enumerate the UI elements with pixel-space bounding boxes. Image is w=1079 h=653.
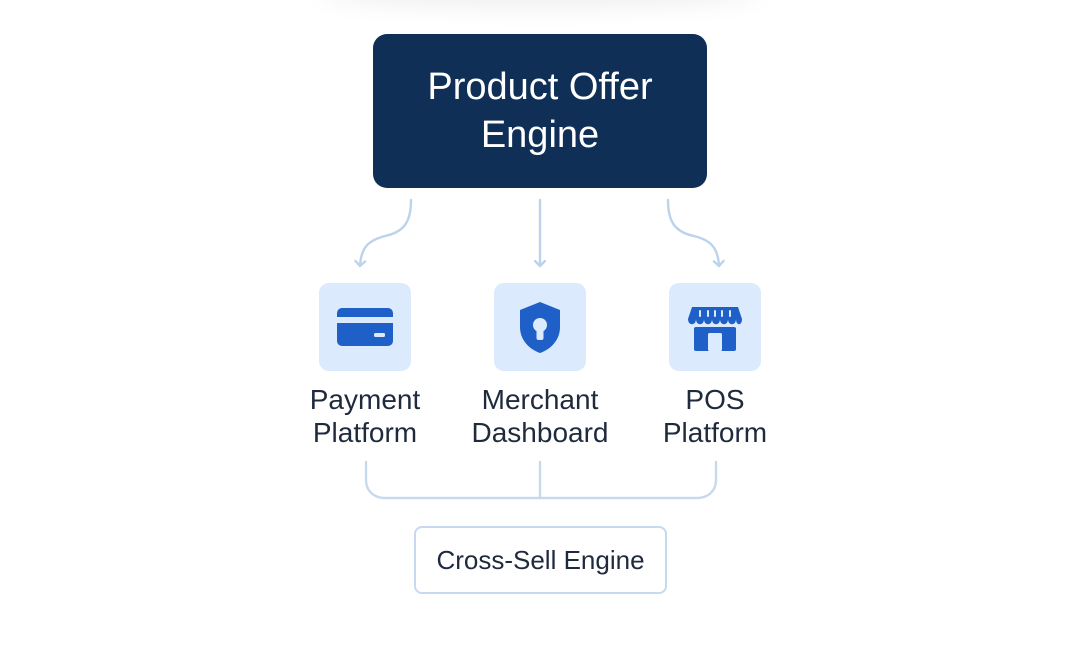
cross-sell-engine-label: Cross-Sell Engine	[436, 545, 645, 575]
payment-platform-label: Payment Platform	[309, 384, 421, 448]
merchant-icon-tile	[494, 283, 586, 371]
merchant-dashboard-label: Merchant Dashboard	[471, 384, 609, 448]
connector-bottom-merge	[364, 460, 718, 500]
pos-platform-node: POS Platform	[640, 283, 790, 449]
top-shadow	[320, 0, 760, 8]
product-offer-engine-node: Product Offer Engine	[373, 34, 707, 188]
payment-platform-node: Payment Platform	[290, 283, 440, 449]
shield-keyhole-icon	[520, 302, 560, 353]
root-title: Product Offer Engine	[427, 66, 653, 156]
storefront-icon	[688, 307, 742, 351]
merchant-dashboard-node: Merchant Dashboard	[465, 283, 615, 449]
credit-card-icon	[337, 308, 393, 346]
connector-root-to-payment	[360, 198, 413, 268]
cross-sell-engine-node: Cross-Sell Engine	[414, 526, 667, 594]
pos-platform-label: POS Platform	[662, 384, 768, 448]
connector-root-to-pos	[666, 198, 719, 268]
pos-icon-tile	[669, 283, 761, 371]
payment-icon-tile	[319, 283, 411, 371]
